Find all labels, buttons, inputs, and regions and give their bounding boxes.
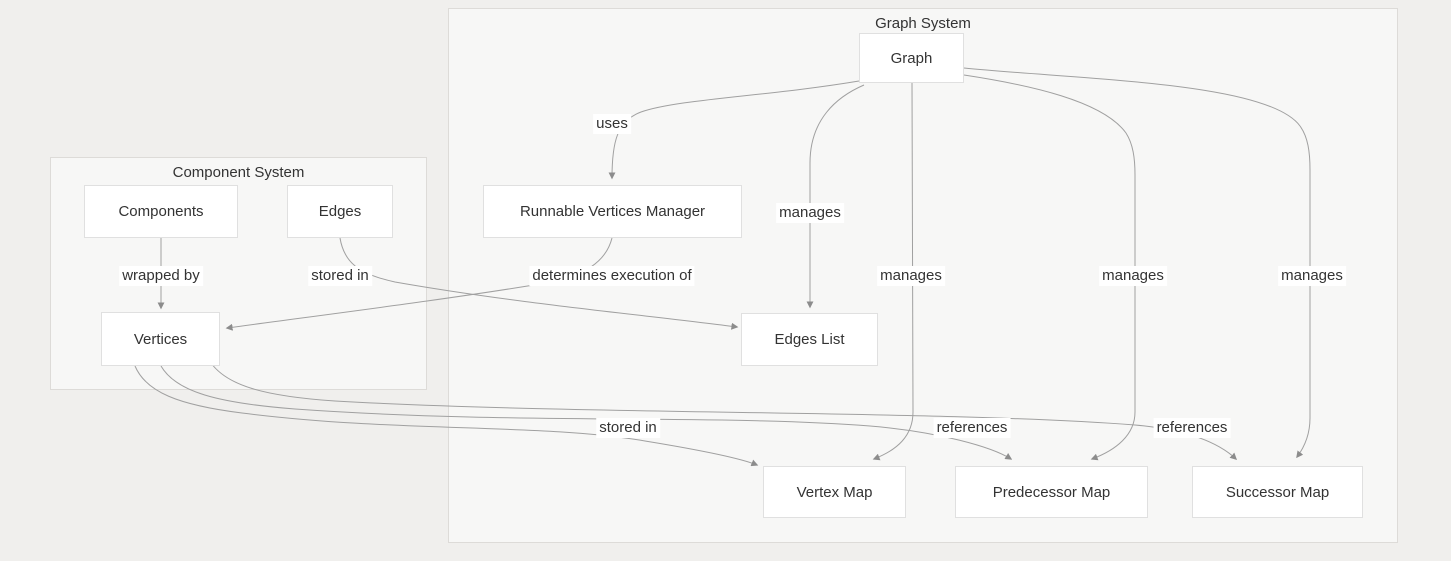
node-vertex-map: Vertex Map <box>763 466 906 518</box>
edge-label-references-successormap: references <box>1153 418 1231 438</box>
edge-label-stored-in-edges: stored in <box>308 266 372 286</box>
container-title-component-system: Component System <box>172 164 305 181</box>
edge-vertices-successormap <box>210 362 1238 460</box>
edge-vertices-vertexmap <box>134 365 759 467</box>
edge-graph-rvm <box>608 80 860 180</box>
edge-vertices-predecessormap <box>160 365 1013 460</box>
node-runnable-vertices-manager: Runnable Vertices Manager <box>483 185 742 238</box>
edge-graph-edgeslist <box>806 84 865 309</box>
node-edges-list: Edges List <box>741 313 878 366</box>
edge-label-manages-edgeslist: manages <box>776 203 844 223</box>
edge-label-uses: uses <box>593 114 631 134</box>
edge-label-manages-vertexmap: manages <box>877 266 945 286</box>
node-successor-map: Successor Map <box>1192 466 1363 518</box>
edge-label-references-predecessormap: references <box>933 418 1011 438</box>
edge-graph-predecessormap <box>963 74 1136 461</box>
edge-label-wrapped-by: wrapped by <box>119 266 203 286</box>
edge-label-manages-successormap: manages <box>1278 266 1346 286</box>
edge-label-stored-in-vertices: stored in <box>596 418 660 438</box>
edge-rvm-vertices <box>225 237 613 331</box>
edge-label-manages-predecessormap: manages <box>1099 266 1167 286</box>
node-graph: Graph <box>859 33 964 83</box>
container-title-graph-system: Graph System <box>875 15 971 32</box>
node-edges: Edges <box>287 185 393 238</box>
node-vertices: Vertices <box>101 312 220 366</box>
node-components: Components <box>84 185 238 238</box>
edge-label-determines-execution-of: determines execution of <box>529 266 695 286</box>
edge-edges-edgeslist <box>339 237 739 330</box>
node-predecessor-map: Predecessor Map <box>955 466 1148 518</box>
edge-graph-successormap <box>963 67 1311 459</box>
edge-graph-vertexmap <box>872 81 914 461</box>
